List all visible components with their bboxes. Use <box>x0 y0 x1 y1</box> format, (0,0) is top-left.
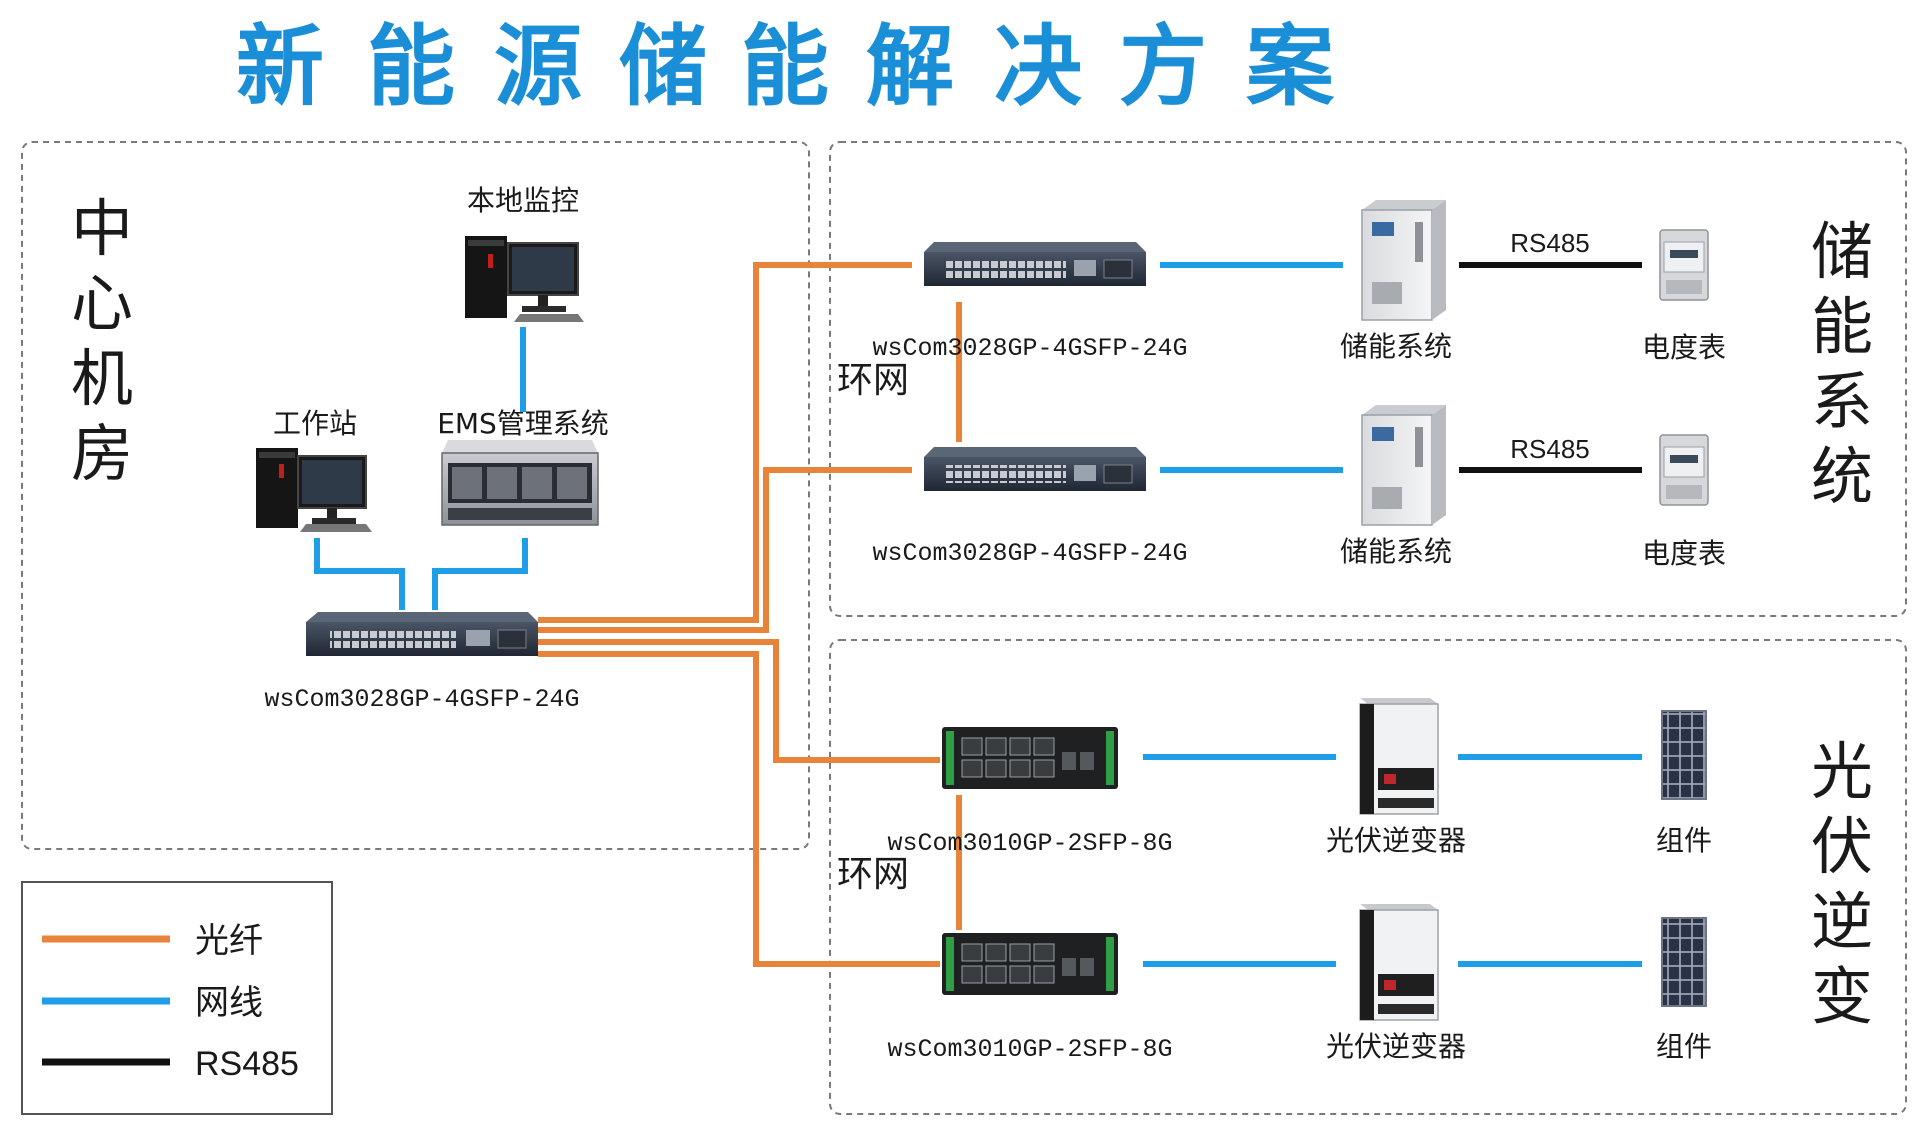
meter-label: 电度表 <box>1642 331 1726 364</box>
local-monitor-label: 本地监控 <box>467 184 579 217</box>
legend-ethernet-label: 网线 <box>195 983 263 1023</box>
ems-server-icon <box>441 440 599 526</box>
center-room-region <box>21 141 810 850</box>
rs485-label: RS485 <box>1510 434 1590 464</box>
storage-cabinet-icon <box>1361 405 1446 526</box>
workstation-pc-icon <box>256 448 372 532</box>
meter-icon <box>1659 229 1709 301</box>
title-char: 能 <box>367 15 455 118</box>
core-switch-icon <box>306 612 538 656</box>
pv-label-char: 变 <box>1811 960 1873 1033</box>
pv-inverter-label: 光 伏 逆 变 <box>1811 735 1873 1033</box>
center-room-label-char: 中 <box>71 192 133 265</box>
title-char: 新 <box>236 15 324 118</box>
title-char: 储 <box>619 15 707 118</box>
page-title: 新 能 源 储 能 解 决 方 案 <box>236 15 1335 118</box>
module-label: 组件 <box>1656 1030 1712 1063</box>
pv-inverter-region <box>829 639 1907 1115</box>
pv-switch-model: wsCom3010GP-2SFP-8G <box>887 1035 1172 1064</box>
storage-label-char: 统 <box>1811 440 1873 513</box>
inverter-label: 光伏逆变器 <box>1326 824 1466 857</box>
center-room-label-char: 机 <box>71 342 133 415</box>
industrial-switch-icon <box>942 933 1118 995</box>
meter-label: 电度表 <box>1642 537 1726 570</box>
ems-label: EMS管理系统 <box>437 407 609 440</box>
fiber-link-pv-1 <box>538 639 940 763</box>
pv-ring-label: 环网 <box>837 854 909 895</box>
legend-fiber-label: 光纤 <box>195 921 263 961</box>
solar-panel-icon <box>1661 917 1707 1007</box>
pv-label-char: 逆 <box>1811 885 1873 958</box>
fiber-link-storage-2 <box>538 467 912 633</box>
solar-panel-icon <box>1661 710 1707 800</box>
storage-switch-model: wsCom3028GP-4GSFP-24G <box>872 539 1187 568</box>
storage-switch-icon <box>924 242 1146 286</box>
storage-cabinet-icon <box>1361 200 1446 321</box>
ethernet-link-ems <box>432 538 528 610</box>
fiber-lines <box>538 262 962 967</box>
storage-ring-label: 环网 <box>837 360 909 401</box>
rs485-lines <box>1459 262 1642 473</box>
pv-label-char: 光 <box>1811 735 1873 808</box>
core-switch-model: wsCom3028GP-4GSFP-24G <box>264 685 579 714</box>
title-char: 能 <box>741 15 829 118</box>
industrial-switch-icon <box>942 727 1118 789</box>
fiber-link-storage-1 <box>538 262 912 623</box>
title-char: 解 <box>866 15 954 118</box>
storage-device-label: 储能系统 <box>1340 330 1452 363</box>
title-char: 案 <box>1246 15 1335 118</box>
local-monitor-pc-icon <box>465 236 584 322</box>
storage-system-region <box>829 141 1907 617</box>
ethernet-lines-center <box>314 327 528 610</box>
title-char: 源 <box>494 15 582 118</box>
center-room-label-char: 心 <box>71 267 133 340</box>
workstation-label: 工作站 <box>273 407 357 440</box>
fiber-link-pv-2 <box>538 651 940 967</box>
inverter-icon <box>1359 698 1439 815</box>
storage-switch-icon <box>924 447 1146 491</box>
storage-switch-model: wsCom3028GP-4GSFP-24G <box>872 334 1187 363</box>
legend-rs485-label: RS485 <box>195 1045 299 1083</box>
pv-label-char: 伏 <box>1811 810 1873 883</box>
storage-label-char: 能 <box>1811 290 1873 363</box>
ethernet-lines-field <box>1143 262 1642 967</box>
storage-system-label: 储 能 系 统 <box>1811 215 1873 513</box>
rs485-label: RS485 <box>1510 228 1590 258</box>
title-char: 方 <box>1119 15 1207 118</box>
center-room-label: 中 心 机 房 <box>71 192 133 490</box>
title-char: 决 <box>994 15 1082 118</box>
ethernet-link-workstation <box>314 538 405 610</box>
inverter-label: 光伏逆变器 <box>1326 1030 1466 1063</box>
storage-label-char: 系 <box>1811 365 1873 438</box>
module-label: 组件 <box>1656 824 1712 857</box>
inverter-icon <box>1359 904 1439 1021</box>
legend: 光纤 网线 RS485 <box>21 881 333 1115</box>
storage-device-label: 储能系统 <box>1340 535 1452 568</box>
storage-label-char: 储 <box>1811 215 1873 288</box>
meter-icon <box>1659 434 1709 506</box>
center-room-label-char: 房 <box>71 417 133 490</box>
pv-switch-model: wsCom3010GP-2SFP-8G <box>887 829 1172 858</box>
